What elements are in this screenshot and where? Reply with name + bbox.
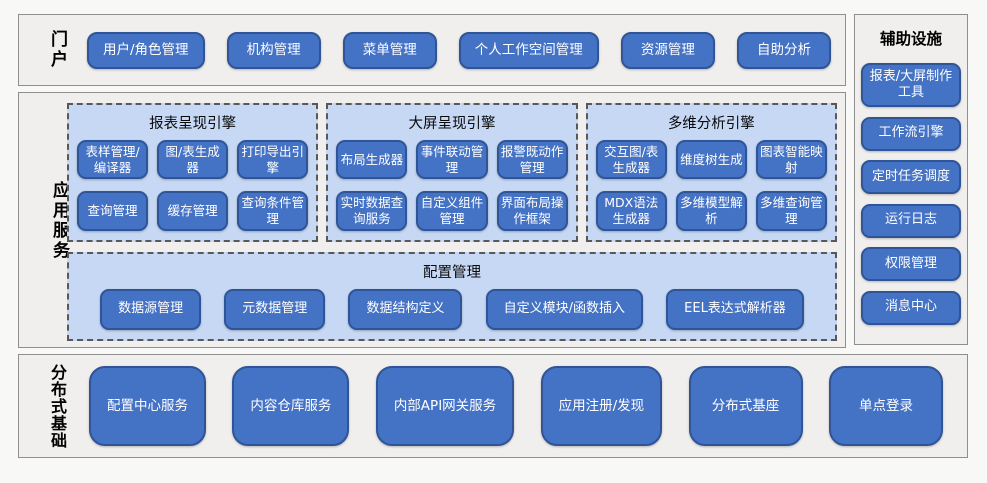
- config-item-custom-module-function-insert[interactable]: 自定义模块/函数插入: [485, 288, 643, 330]
- portal-section-label: 门户: [47, 30, 67, 70]
- dashboard-item-event-linkage-mgmt[interactable]: 事件联动管理: [416, 140, 488, 180]
- report-item-chart-table-generator[interactable]: 图/表生成器: [157, 140, 229, 180]
- config-item-data-structure-definition[interactable]: 数据结构定义: [348, 288, 463, 330]
- portal-buttons: 用户/角色管理 机构管理 菜单管理 个人工作空间管理 资源管理 自助分析: [65, 31, 831, 69]
- aux-item-message-center[interactable]: 消息中心: [861, 290, 961, 325]
- foundation-item-internal-api-gateway-service[interactable]: 内部API网关服务: [375, 366, 515, 446]
- report-engine-title: 报表呈现引擎: [149, 116, 237, 132]
- aux-item-permission-mgmt[interactable]: 权限管理: [861, 247, 961, 281]
- dashboard-item-realtime-query-service[interactable]: 实时数据查询服务: [336, 191, 408, 231]
- portal-section: 门户 用户/角色管理 机构管理 菜单管理 个人工作空间管理 资源管理 自助分析: [18, 14, 846, 86]
- dashboard-engine-group: 大屏呈现引擎 布局生成器 事件联动管理 报警既动作管理 实时数据查询服务 自定义…: [326, 103, 578, 242]
- olap-engine-title: 多维分析引擎: [667, 116, 755, 132]
- aux-item-workflow-engine[interactable]: 工作流引擎: [861, 116, 961, 151]
- portal-item-menu-mgmt[interactable]: 菜单管理: [342, 31, 437, 69]
- olap-engine-buttons: 交互图/表生成器 维度树生成 图表智能映射 MDX语法生成器 多维模型解析 多维…: [595, 140, 827, 231]
- foundation-item-distributed-base[interactable]: 分布式基座: [688, 366, 803, 446]
- config-item-eel-expression-parser[interactable]: EEL表达式解析器: [666, 288, 804, 330]
- report-item-template-compiler[interactable]: 表样管理/编译器: [77, 140, 149, 180]
- foundation-section: 分布式基础 配置中心服务 内容仓库服务 内部API网关服务 应用注册/发现 分布…: [18, 354, 968, 458]
- dashboard-item-layout-generator[interactable]: 布局生成器: [336, 140, 408, 180]
- aux-item-run-logs[interactable]: 运行日志: [861, 203, 961, 238]
- foundation-item-config-center-service[interactable]: 配置中心服务: [89, 366, 206, 446]
- dashboard-item-custom-component-mgmt[interactable]: 自定义组件管理: [416, 191, 488, 231]
- app-services-content: 报表呈现引擎 表样管理/编译器 图/表生成器 打印导出引擎 查询管理 缓存管理 …: [67, 103, 837, 341]
- portal-item-user-role-mgmt[interactable]: 用户/角色管理: [87, 31, 205, 69]
- app-services-section-label: 应用服务: [49, 181, 69, 261]
- portal-item-workspace-mgmt[interactable]: 个人工作空间管理: [458, 31, 599, 69]
- report-item-query-condition-mgmt[interactable]: 查询条件管理: [237, 191, 309, 231]
- config-item-metadata-mgmt[interactable]: 元数据管理: [224, 288, 326, 330]
- olap-engine-group: 多维分析引擎 交互图/表生成器 维度树生成 图表智能映射 MDX语法生成器 多维…: [585, 103, 837, 242]
- olap-item-interactive-chart-generator[interactable]: 交互图/表生成器: [595, 140, 667, 180]
- olap-item-chart-smart-mapping[interactable]: 图表智能映射: [755, 140, 827, 180]
- report-item-cache-mgmt[interactable]: 缓存管理: [157, 191, 229, 231]
- foundation-item-single-sign-on[interactable]: 单点登录: [828, 366, 943, 446]
- portal-item-org-mgmt[interactable]: 机构管理: [226, 31, 321, 69]
- olap-item-dimension-tree-generation[interactable]: 维度树生成: [675, 140, 747, 180]
- foundation-item-app-register-discovery[interactable]: 应用注册/发现: [540, 366, 663, 446]
- foundation-buttons: 配置中心服务 内容仓库服务 内部API网关服务 应用注册/发现 分布式基座 单点…: [65, 366, 943, 446]
- foundation-section-label: 分布式基础: [48, 363, 67, 449]
- aux-item-scheduled-task-dispatch[interactable]: 定时任务调度: [861, 160, 961, 194]
- olap-item-multidim-model-parsing[interactable]: 多维模型解析: [675, 191, 747, 231]
- dashboard-engine-buttons: 布局生成器 事件联动管理 报警既动作管理 实时数据查询服务 自定义组件管理 界面…: [336, 140, 568, 231]
- dashboard-engine-title: 大屏呈现引擎: [408, 116, 496, 132]
- dashboard-item-ui-layout-framework[interactable]: 界面布局操作框架: [496, 191, 568, 231]
- config-mgmt-group: 配置管理 数据源管理 元数据管理 数据结构定义 自定义模块/函数插入 EEL表达…: [67, 251, 837, 341]
- engine-groups-row: 报表呈现引擎 表样管理/编译器 图/表生成器 打印导出引擎 查询管理 缓存管理 …: [67, 103, 837, 242]
- report-engine-group: 报表呈现引擎 表样管理/编译器 图/表生成器 打印导出引擎 查询管理 缓存管理 …: [67, 103, 319, 242]
- foundation-item-content-repo-service[interactable]: 内容仓库服务: [232, 366, 350, 446]
- config-mgmt-title: 配置管理: [423, 264, 481, 281]
- report-engine-buttons: 表样管理/编译器 图/表生成器 打印导出引擎 查询管理 缓存管理 查询条件管理: [77, 140, 309, 231]
- auxiliary-buttons: 报表/大屏制作工具 工作流引擎 定时任务调度 运行日志 权限管理 消息中心: [861, 53, 961, 334]
- dashboard-item-alarm-action-mgmt[interactable]: 报警既动作管理: [496, 140, 568, 180]
- config-mgmt-buttons: 数据源管理 元数据管理 数据结构定义 自定义模块/函数插入 EEL表达式解析器: [77, 288, 827, 330]
- portal-item-self-analysis[interactable]: 自助分析: [736, 31, 831, 69]
- app-services-section: 应用服务 报表呈现引擎 表样管理/编译器 图/表生成器 打印导出引擎 查询管理 …: [18, 92, 846, 348]
- aux-item-report-dashboard-authoring-tool[interactable]: 报表/大屏制作工具: [861, 62, 961, 107]
- report-item-print-export-engine[interactable]: 打印导出引擎: [237, 140, 309, 180]
- auxiliary-section: 辅助设施 报表/大屏制作工具 工作流引擎 定时任务调度 运行日志 权限管理 消息…: [854, 14, 968, 345]
- config-item-datasource-mgmt[interactable]: 数据源管理: [100, 288, 202, 330]
- olap-item-mdx-syntax-generator[interactable]: MDX语法生成器: [595, 191, 667, 231]
- report-item-query-mgmt[interactable]: 查询管理: [77, 191, 149, 231]
- portal-item-resource-mgmt[interactable]: 资源管理: [620, 31, 715, 69]
- olap-item-multidim-query-mgmt[interactable]: 多维查询管理: [755, 191, 827, 231]
- auxiliary-section-title: 辅助设施: [879, 30, 942, 48]
